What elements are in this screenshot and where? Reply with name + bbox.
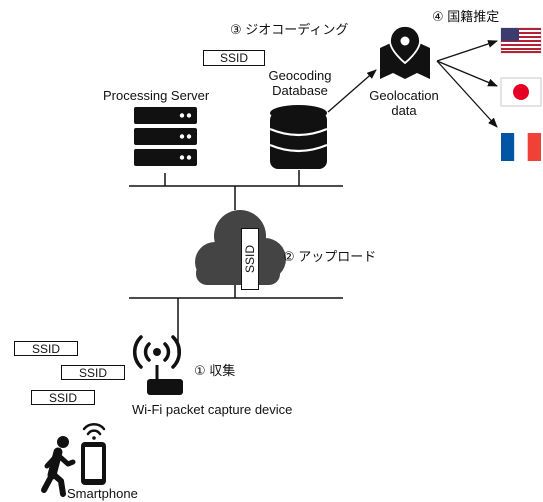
- network-lines: [129, 170, 343, 353]
- smartphone-wifi-icon: [81, 423, 106, 485]
- ssid-tag-cloud-text: SSID: [243, 244, 257, 274]
- step-3-geocoding-label: ③ ジオコーディング: [230, 22, 349, 37]
- server-rack-icon: [134, 107, 197, 166]
- processing-server-label: Processing Server: [103, 88, 210, 103]
- arrow-db-to-geolocation: [327, 69, 377, 113]
- smartphone-label: Smartphone: [67, 486, 138, 501]
- arrow-to-usa: [436, 40, 498, 62]
- flag-france-icon: [501, 133, 541, 161]
- step-1-collect-label: ① 収集: [194, 363, 236, 378]
- wifi-router-icon: [133, 335, 183, 395]
- arrow-to-japan: [436, 60, 498, 87]
- geolocation-label-line1: Geolocation: [369, 88, 439, 103]
- flow-arrows: [327, 40, 498, 128]
- step-4-nationality-label: ④ 国籍推定: [432, 9, 500, 24]
- ssid-tag-probe-1: SSID: [14, 341, 78, 356]
- geocoding-db-label-line2: Database: [272, 83, 328, 98]
- walking-person-icon: [41, 436, 76, 497]
- geolocation-label-line2: data: [391, 103, 417, 118]
- flag-usa-icon: [500, 27, 542, 54]
- map-pin-icon: [380, 25, 430, 79]
- capture-device-label: Wi-Fi packet capture device: [132, 402, 293, 417]
- flag-japan-icon: [500, 77, 542, 107]
- ssid-tag-database: SSID: [203, 50, 265, 66]
- ssid-tag-probe-3: SSID: [31, 390, 95, 405]
- database-icon: [269, 105, 328, 169]
- geocoding-db-label-line1: Geocoding: [268, 68, 332, 83]
- step-2-upload-label: ② アップロード: [283, 249, 377, 264]
- ssid-tag-cloud: SSID: [241, 228, 259, 290]
- ssid-tag-probe-2: SSID: [61, 365, 125, 380]
- arrow-to-france: [436, 60, 498, 128]
